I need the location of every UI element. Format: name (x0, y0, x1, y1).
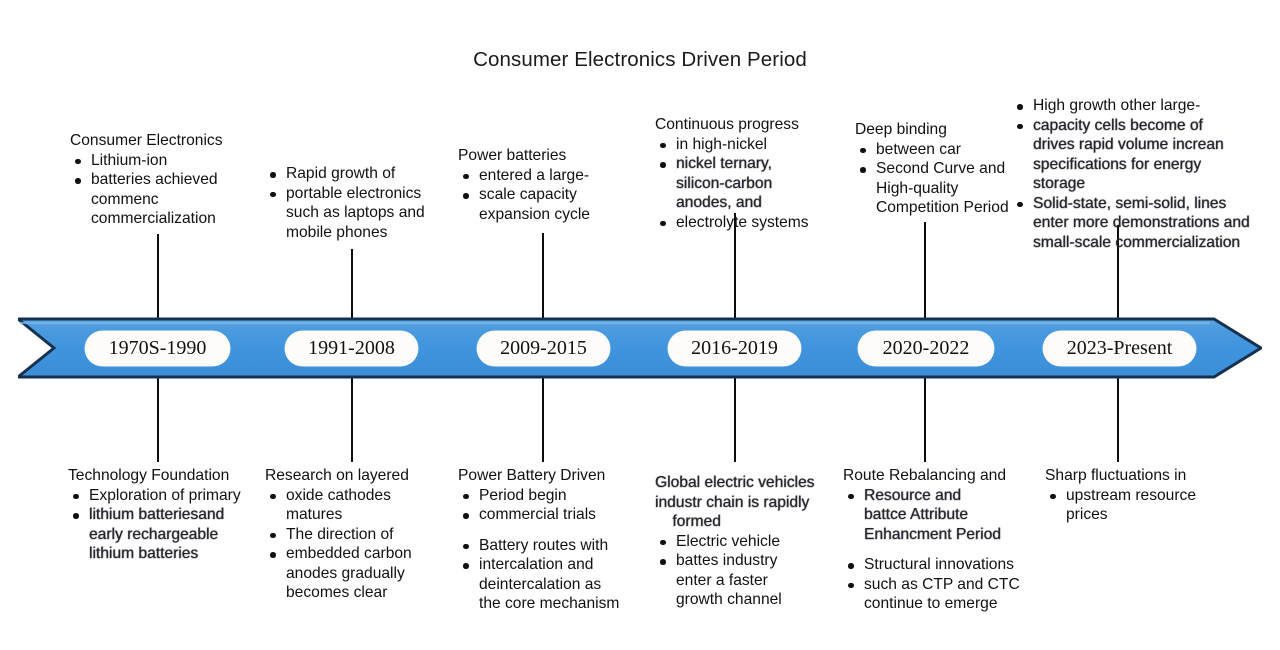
period-pill-1[interactable]: 1970S-1990 (85, 331, 230, 366)
period-label: 2020-2022 (882, 337, 970, 359)
note-block-below-6: Sharp fluctuations in upstream resource p… (1045, 466, 1245, 525)
note-bullet-item: between car (855, 140, 1020, 160)
note-heading: Consumer Electronics (70, 132, 223, 149)
note-bullet-item: Lithium-ion (70, 151, 270, 171)
note-bullet-item: capacity cells become of drives rapid vo… (1012, 116, 1274, 194)
note-bullet-item: scale capacity expansion cycle (458, 185, 638, 224)
period-pill-5[interactable]: 2020-2022 (858, 331, 994, 366)
connector-line-top-5 (924, 222, 926, 320)
period-label: 1970S-1990 (108, 337, 207, 359)
note-bullet-item: portable electronics such as laptops and… (265, 184, 455, 243)
note-block-below-4: Global electric vehicles industr chain i… (655, 473, 845, 610)
period-label: 1991-2008 (308, 337, 395, 359)
note-bullet-item: Structural innovations (843, 555, 1043, 575)
note-bullet-item: intercalation and deintercalation as the… (458, 555, 653, 614)
note-spacer (843, 544, 1043, 555)
note-bullet-list: Resource and battce Attribute Enhancment… (843, 486, 1043, 614)
note-block-above-3: Power batteries entered a large-scale cap… (458, 146, 638, 224)
connector-line-top-3 (542, 233, 544, 320)
connector-line-top-2 (351, 249, 353, 320)
note-bullet-item: lithium batteriesand early rechargeable … (68, 505, 273, 564)
period-pill-2[interactable]: 1991-2008 (285, 331, 418, 366)
connector-line-top-1 (157, 234, 159, 320)
note-bullet-list: High growth other large-capacity cells b… (1012, 96, 1274, 253)
note-bullet-item: electrolyte systems (655, 213, 840, 233)
note-heading: Power batteries (458, 147, 567, 164)
connector-line-bottom-3 (542, 378, 544, 462)
note-bullet-item: nickel ternary, silicon-carbon anodes, a… (655, 154, 840, 213)
note-heading: Sharp fluctuations in (1045, 467, 1187, 484)
note-heading: Global electric vehicles industr chain i… (655, 474, 815, 531)
connector-line-top-6 (1117, 225, 1119, 320)
period-label: 2016-2019 (691, 337, 778, 359)
note-heading: Continuous progress (655, 116, 799, 133)
note-bullet-item: Period begin (458, 486, 653, 506)
note-bullet-item: oxide cathodes matures (265, 486, 455, 525)
connector-line-bottom-2 (351, 378, 353, 462)
note-heading: Route Rebalancing and (843, 467, 1006, 484)
note-bullet-item: batteries achieved commenc commercializa… (70, 170, 270, 229)
note-bullet-item: Exploration of primary (68, 486, 273, 506)
note-bullet-item: commercial trials (458, 505, 653, 525)
note-bullet-item: in high-nickel (655, 135, 840, 155)
note-heading: Research on layered (265, 467, 409, 484)
note-bullet-item: The direction of (265, 525, 455, 545)
period-label: 2023-Present (1066, 337, 1173, 359)
note-bullet-list: entered a large-scale capacity expansion… (458, 166, 638, 225)
connector-line-bottom-4 (734, 378, 736, 462)
note-heading: Power Battery Driven (458, 467, 606, 484)
page-title: Consumer Electronics Driven Period (473, 48, 807, 71)
note-bullet-item: Battery routes with (458, 536, 653, 556)
note-spacer (458, 525, 653, 536)
note-bullet-item: Solid-state, semi-solid, lines enter mor… (1012, 194, 1274, 253)
connector-line-bottom-5 (924, 378, 926, 462)
note-bullet-item: upstream resource prices (1045, 486, 1245, 525)
connector-line-top-4 (734, 213, 736, 320)
note-bullet-item: Resource and battce Attribute Enhancment… (843, 486, 1043, 545)
note-block-above-6: High growth other large-capacity cells b… (1012, 96, 1274, 253)
connector-line-bottom-6 (1117, 378, 1119, 462)
note-bullet-item: Rapid growth of (265, 164, 455, 184)
note-heading: Technology Foundation (68, 467, 230, 484)
note-bullet-list: upstream resource prices (1045, 486, 1245, 525)
note-bullet-item: entered a large- (458, 166, 638, 186)
period-pill-6[interactable]: 2023-Present (1043, 331, 1196, 366)
period-pill-3[interactable]: 2009-2015 (477, 331, 610, 366)
period-pill-4[interactable]: 2016-2019 (668, 331, 801, 366)
note-heading: Deep binding (855, 121, 947, 138)
note-bullet-item: Electric vehicle (655, 532, 845, 552)
note-bullet-item: Second Curve and High-quality Competitio… (855, 159, 1020, 218)
period-label: 2009-2015 (500, 337, 587, 359)
note-bullet-item: battes industry enter a faster growth ch… (655, 551, 845, 610)
note-block-below-2: Research on layered oxide cathodes mature… (265, 466, 455, 603)
note-bullet-item: embedded carbon anodes gradually becomes… (265, 544, 455, 603)
note-bullet-item: such as CTP and CTC continue to emerge (843, 575, 1043, 614)
note-bullet-item: High growth other large- (1012, 96, 1274, 116)
connector-line-bottom-1 (157, 378, 159, 462)
